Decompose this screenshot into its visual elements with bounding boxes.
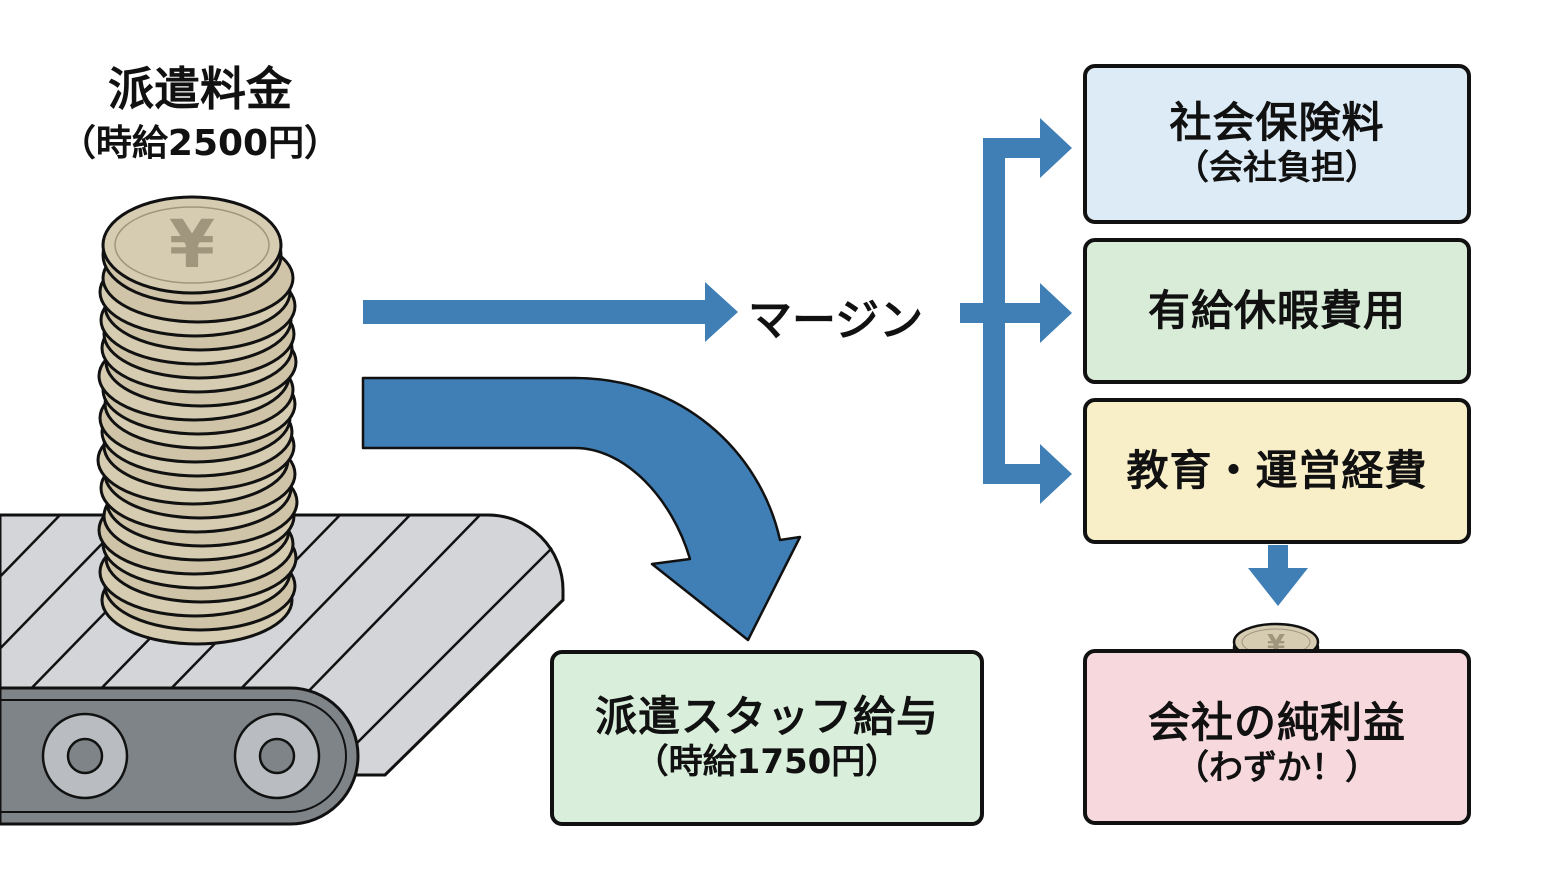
profit-box: 会社の純利益 （わずか！）	[1083, 649, 1471, 825]
breakdown-title: 教育・運営経費	[1126, 445, 1428, 495]
profit-down-arrow	[1248, 545, 1308, 606]
profit-subtitle: （わずか！）	[1175, 747, 1379, 788]
source-subtitle: （時給2500円）	[59, 123, 341, 164]
breakdown-box-paid-leave: 有給休暇費用	[1083, 238, 1471, 384]
branch-arrow-insurance	[1005, 118, 1072, 178]
top-coin-ring	[114, 206, 270, 284]
source-title-block: 派遣料金 （時給2500円）	[40, 58, 360, 168]
breakdown-box-insurance: 社会保険料 （会社負担）	[1083, 64, 1471, 224]
branch-arrow-expenses	[1005, 444, 1072, 504]
source-title: 派遣料金	[108, 62, 292, 116]
breakdown-title: 社会保険料	[1169, 98, 1385, 148]
roller-right	[233, 712, 321, 800]
breakdown-subtitle: （会社負担）	[1175, 147, 1379, 188]
profit-title: 会社の純利益	[1147, 698, 1406, 748]
roller-left	[41, 712, 129, 800]
branch-arrows	[960, 118, 1072, 504]
conveyor-belt	[0, 513, 565, 826]
staff-pay-curved-arrow	[361, 376, 802, 642]
top-coin-face	[101, 195, 283, 295]
coin-stack: ¥	[96, 195, 299, 646]
staff-pay-title: 派遣スタッフ給与	[594, 692, 939, 742]
yen-symbol-icon: ¥	[169, 206, 215, 283]
breakdown-box-expenses: 教育・運営経費	[1083, 398, 1471, 544]
breakdown-title: 有給休暇費用	[1147, 285, 1406, 335]
branch-arrow-leave	[1005, 283, 1072, 343]
staff-pay-box: 派遣スタッフ給与 （時給1750円）	[550, 650, 984, 826]
margin-label: マージン	[748, 295, 924, 346]
staff-pay-subtitle: （時給1750円）	[634, 741, 900, 782]
margin-arrow	[363, 282, 738, 342]
